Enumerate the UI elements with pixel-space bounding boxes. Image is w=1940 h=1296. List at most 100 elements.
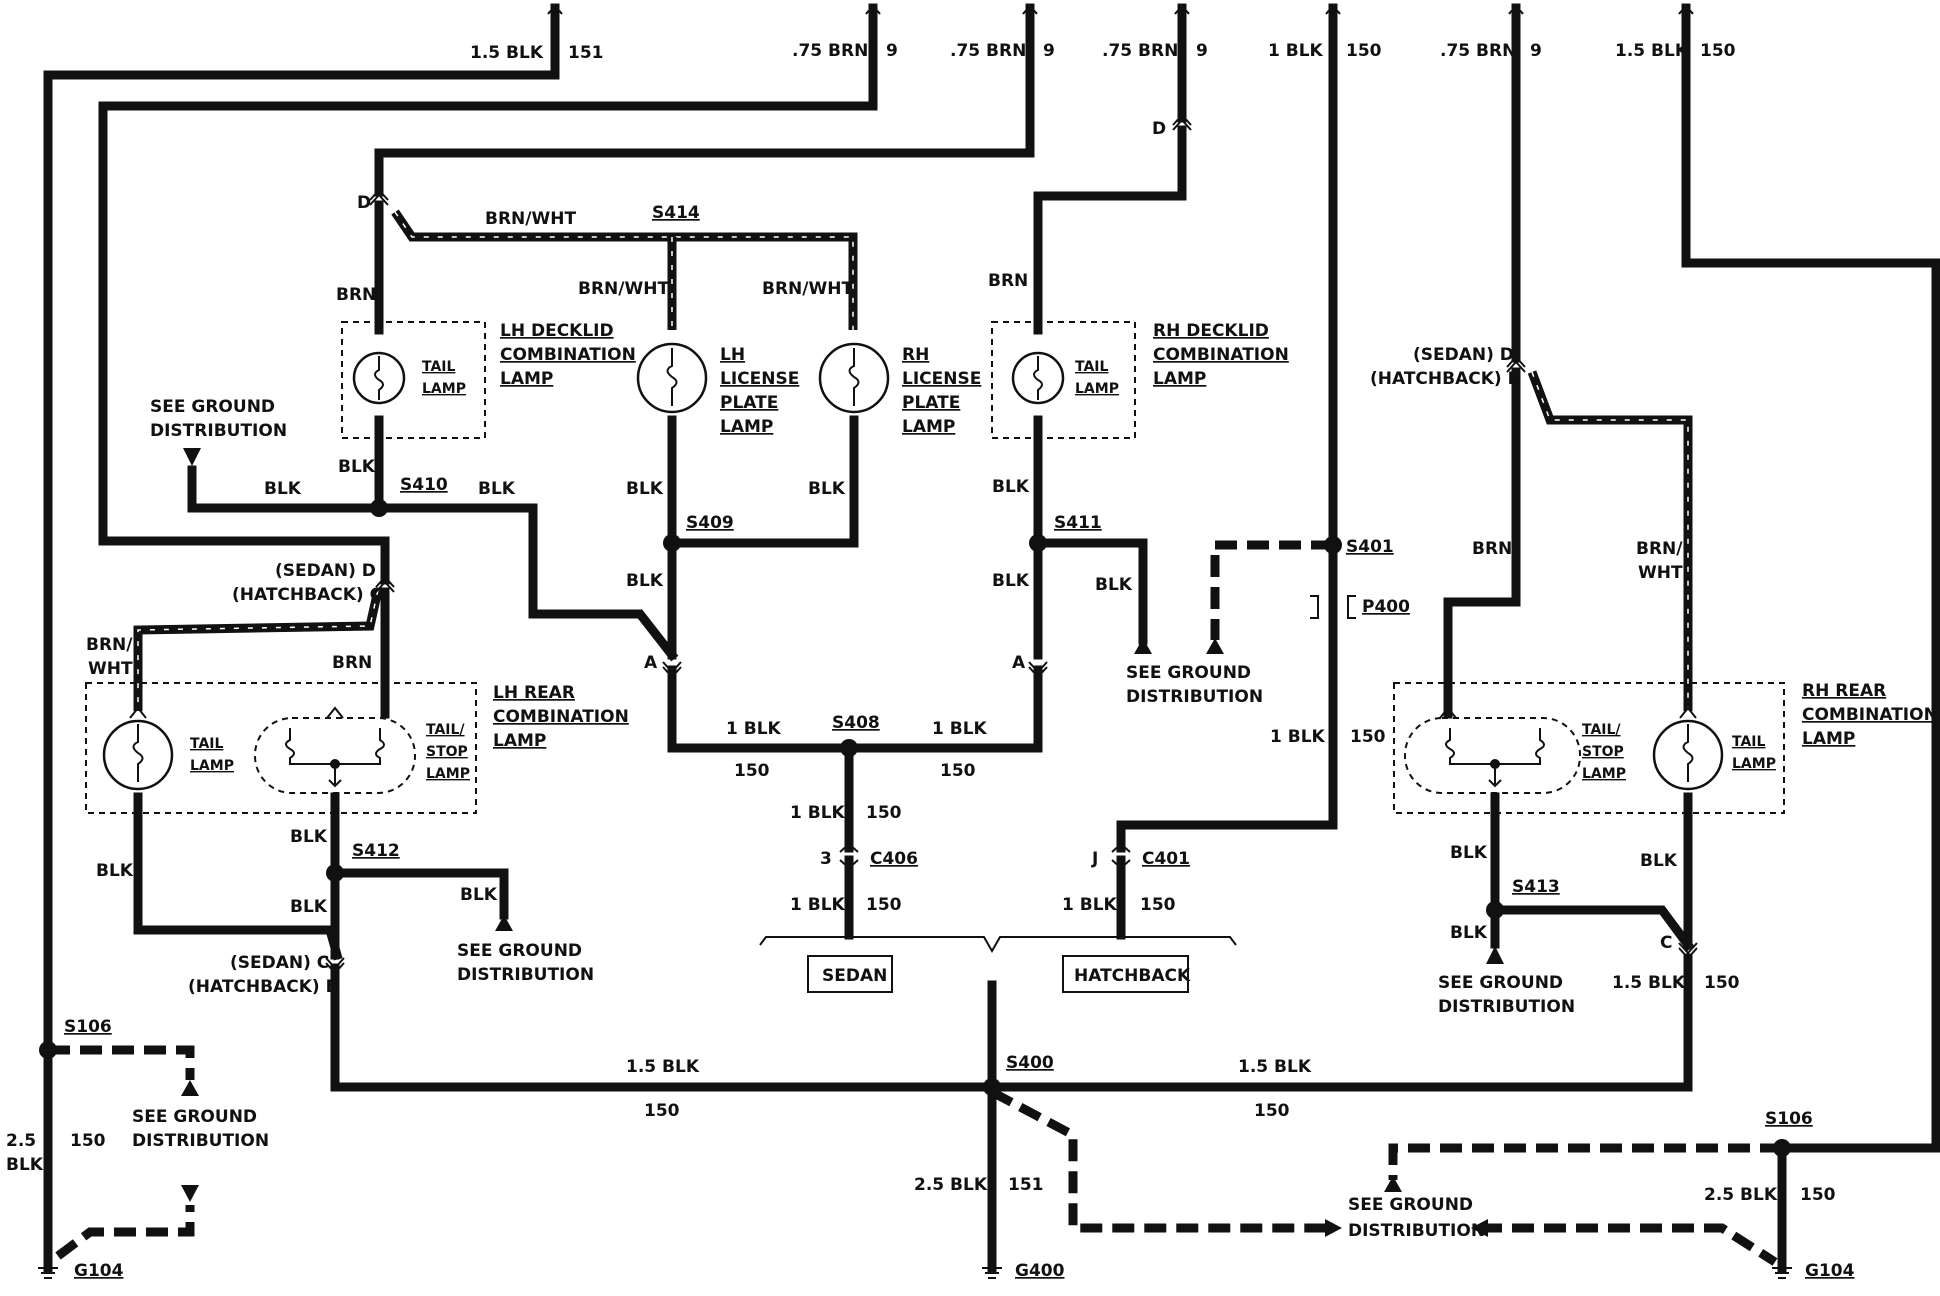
ground-symbols [38, 1267, 1792, 1279]
ground-g104-left: G104 [74, 1261, 124, 1281]
ground-g104-right: G104 [1805, 1261, 1855, 1281]
wire-s410-s408 [374, 503, 679, 662]
lh-decklid-title-3: LAMP [500, 369, 553, 389]
c406-pin: 3 [820, 849, 832, 869]
ground-ref-1a: SEE GROUND [150, 397, 275, 417]
dash-g104-left-ground [55, 1205, 195, 1260]
label-wht-rh: WHT [1638, 563, 1683, 583]
label-25blk-right: 2.5 BLK [1704, 1185, 1778, 1205]
top-wire-7-circuit: 150 [1700, 41, 1736, 61]
lh-license-title-3: PLATE [720, 393, 778, 413]
pin-d-lh: D [357, 193, 371, 213]
label-150-rh: 150 [1704, 973, 1740, 993]
ground-ref-6a: SEE GROUND [1348, 1195, 1473, 1215]
label-blk-s409-down: BLK [626, 571, 664, 591]
ground-triangles [181, 448, 1504, 1237]
dash-ground-right [1480, 1223, 1778, 1266]
label-brn-wht-top: BRN/WHT [485, 209, 576, 229]
wire-150-s401 [1116, 3, 1338, 853]
label-wht-lh: WHT [88, 659, 133, 679]
wire-s411-ground [1033, 538, 1148, 645]
ground-g400: G400 [1015, 1261, 1065, 1281]
label-brn-rh-decklid: BRN [988, 271, 1028, 291]
wire-s413 [1490, 905, 1695, 952]
lh-rear-box [85, 682, 477, 814]
label-brn-wht-rh-license: BRN/WHT [762, 279, 853, 299]
top-wire-2-circuit: 9 [886, 41, 898, 61]
connector-c401: C401 [1142, 849, 1190, 869]
rh-tail-stop-2: STOP [1582, 744, 1624, 760]
rh-rear-title-1: RH REAR [1802, 681, 1886, 701]
splice-s408: S408 [832, 713, 880, 733]
label-150-s408-left: 150 [734, 761, 770, 781]
label-brn-slash-rh: BRN/ [1636, 539, 1683, 559]
ground-ref-1b: DISTRIBUTION [150, 421, 287, 441]
label-blk-lh-stop-bottom: BLK [290, 897, 328, 917]
top-wire-5-size: 1 BLK [1268, 41, 1324, 61]
dash-s401-ground [1210, 540, 1333, 640]
pin-a-left: A [644, 653, 658, 673]
label-blk-s413-down: BLK [1450, 923, 1488, 943]
label-150-right-vertical: 150 [1800, 1185, 1836, 1205]
wire-brn-rh-decklid-drop [1033, 125, 1187, 335]
ground-ref-5b: DISTRIBUTION [132, 1131, 269, 1151]
rh-sedan-d: (SEDAN) D [1413, 345, 1514, 365]
label-blk-s412-ground: BLK [460, 885, 498, 905]
variant-bracket [759, 936, 1237, 954]
top-wire-5-circuit: 150 [1346, 41, 1382, 61]
lh-rear-tail-lamp-icon [102, 719, 174, 791]
connector-p400: P400 [1362, 597, 1410, 617]
lh-rear-title-3: LAMP [493, 731, 546, 751]
wire-brn-lh-rear [98, 3, 878, 585]
label-150-c406-bottom: 150 [866, 895, 902, 915]
rh-decklid-title-1: RH DECKLID [1153, 321, 1269, 341]
wire-150-right [1681, 3, 1940, 1153]
label-150-bus-right: 150 [1254, 1101, 1290, 1121]
top-wire-3-circuit: 9 [1043, 41, 1055, 61]
lh-rear-title-2: COMBINATION [493, 707, 629, 727]
rh-license-title-4: LAMP [902, 417, 955, 437]
ground-ref-3a: SEE GROUND [457, 941, 582, 961]
dash-s400-ground [989, 1088, 1330, 1233]
ground-ref-4b: DISTRIBUTION [1438, 997, 1575, 1017]
top-wire-4-size: .75 BRN [1102, 41, 1178, 61]
label-15blk-bus-right: 1.5 BLK [1238, 1057, 1312, 1077]
label-blk-lh-license: BLK [626, 479, 664, 499]
lh-decklid-tail-1: TAIL [422, 359, 456, 375]
splice-s106-right: S106 [1765, 1109, 1813, 1129]
label-brn-lh-decklid: BRN [336, 285, 376, 305]
label-150-c406-top: 150 [866, 803, 902, 823]
label-150-s408-right: 150 [940, 761, 976, 781]
top-wire-6-size: .75 BRN [1440, 41, 1516, 61]
lh-tailstop-inner [254, 717, 416, 794]
label-blk-rh-license: BLK [808, 479, 846, 499]
label-25blk-g400: 2.5 BLK [914, 1175, 988, 1195]
variant-sedan: SEDAN [822, 966, 887, 986]
lh-sedan-d: (SEDAN) D [275, 561, 376, 581]
wire-rh-license-gnd [667, 415, 859, 548]
lh-license-title-2: LICENSE [720, 369, 799, 389]
lh-rear-tail-1: TAIL [190, 736, 224, 752]
dash-s106-right-ground [1388, 1143, 1782, 1180]
dash-s106-left-ground [48, 1045, 195, 1080]
label-brn-rh-rear: BRN [1472, 539, 1512, 559]
label-15blk-bus-left: 1.5 BLK [626, 1057, 700, 1077]
hatchback-box [1062, 955, 1189, 993]
lh-tail-stop-lamp-icon [285, 728, 385, 788]
ground-ref-5a: SEE GROUND [132, 1107, 257, 1127]
pin-d-rh: D [1152, 119, 1166, 139]
label-brn-wht-lh-license: BRN/WHT [578, 279, 669, 299]
label-blk-s410-right: BLK [478, 479, 516, 499]
splice-s414: S414 [652, 203, 700, 223]
rh-rear-title-2: COMBINATION [1802, 705, 1938, 725]
splice-s413: S413 [1512, 877, 1560, 897]
wire-151-left [43, 3, 560, 1273]
label-1blk-s401-down: 1 BLK [1270, 727, 1326, 747]
label-brn-lh-rear: BRN [332, 653, 372, 673]
connector-c406: C406 [870, 849, 918, 869]
splice-dots [39, 499, 1791, 1157]
splice-s401: S401 [1346, 537, 1394, 557]
ground-ref-3b: DISTRIBUTION [457, 965, 594, 985]
rh-license-title-1: RH [902, 345, 929, 365]
